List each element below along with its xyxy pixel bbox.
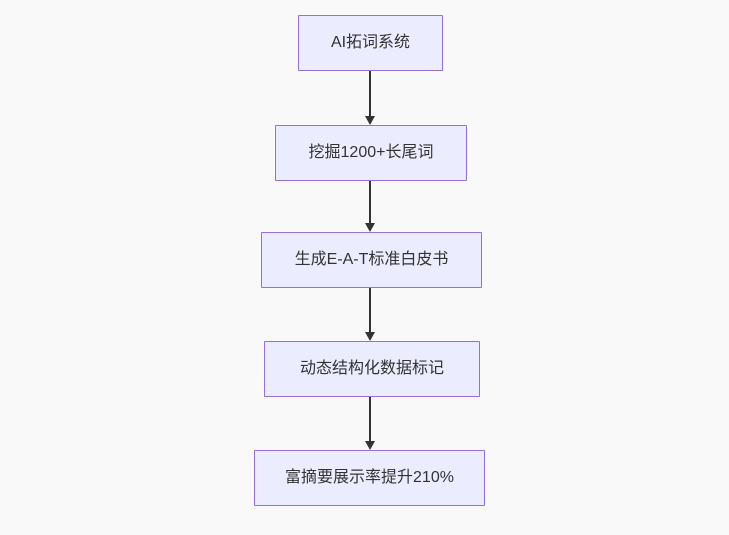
flow-edge-n3-n4 xyxy=(369,288,371,333)
arrowhead-down-icon xyxy=(365,223,375,232)
flow-node-label: 动态结构化数据标记 xyxy=(299,360,444,378)
arrowhead-down-icon xyxy=(365,441,375,450)
flow-node-label: 富摘要展示率提升210% xyxy=(285,469,454,487)
flow-node-n3: 生成E-A-T标准白皮书 xyxy=(261,232,482,288)
flow-node-n1: AI拓词系统 xyxy=(298,15,443,71)
arrowhead-down-icon xyxy=(365,116,375,125)
flow-node-label: 挖掘1200+长尾词 xyxy=(308,144,434,162)
arrowhead-down-icon xyxy=(365,332,375,341)
flow-edge-n4-n5 xyxy=(369,397,371,442)
flow-edge-n1-n2 xyxy=(369,71,371,117)
flow-node-label: AI拓词系统 xyxy=(330,34,411,52)
flow-edge-n2-n3 xyxy=(369,181,371,224)
flow-node-n5: 富摘要展示率提升210% xyxy=(254,450,485,506)
flow-node-label: 生成E-A-T标准白皮书 xyxy=(294,251,449,269)
flow-node-n4: 动态结构化数据标记 xyxy=(264,341,480,397)
flow-node-n2: 挖掘1200+长尾词 xyxy=(275,125,467,181)
